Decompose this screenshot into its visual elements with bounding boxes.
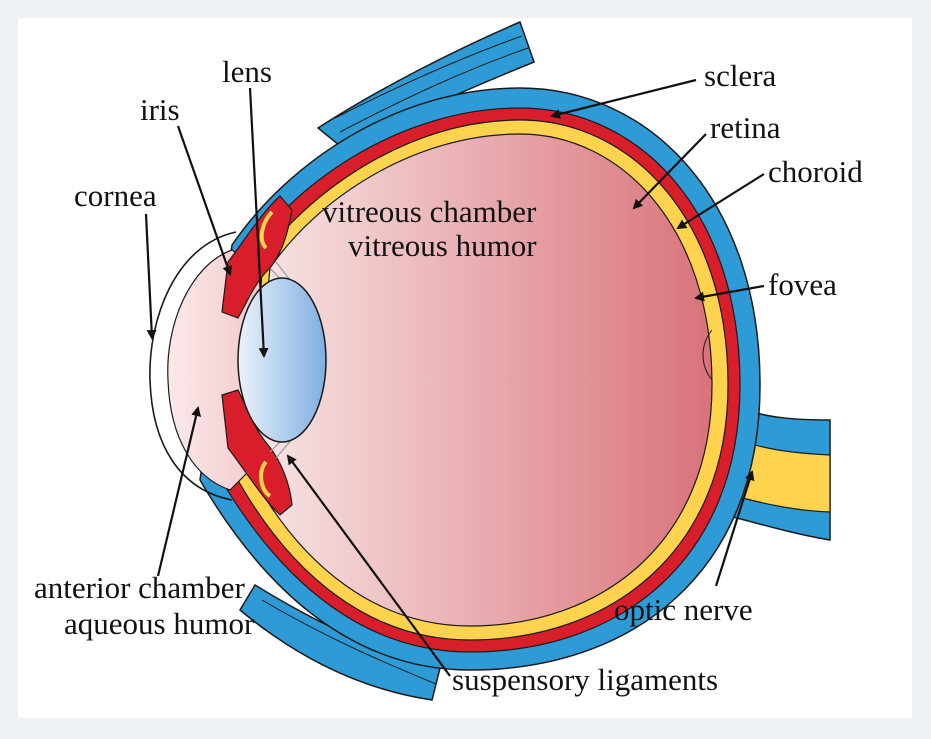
label-lens: lens bbox=[222, 54, 272, 89]
iris-arrow bbox=[176, 125, 233, 276]
label-anterior-chamber: anterior chamber bbox=[34, 570, 246, 605]
label-vitreous-humor: vitreous humor bbox=[348, 228, 537, 263]
iris-upper bbox=[221, 195, 293, 319]
label-vitreous-chamber: vitreous chamber bbox=[322, 194, 537, 229]
label-sclera: sclera bbox=[704, 58, 777, 93]
cornea-shape bbox=[149, 231, 237, 501]
label-fovea: fovea bbox=[768, 267, 837, 302]
vitreous-body bbox=[249, 133, 713, 627]
choroid-arrow bbox=[676, 173, 765, 230]
lens-arrow bbox=[248, 87, 269, 358]
retina-arrow bbox=[632, 133, 707, 210]
cornea-arrow bbox=[144, 213, 157, 340]
lower-muscle bbox=[239, 583, 441, 701]
label-optic-nerve: optic nerve bbox=[614, 592, 753, 627]
optic-nerve-arrow bbox=[714, 470, 755, 587]
lens-shape bbox=[237, 277, 327, 443]
sclera-arrow bbox=[550, 78, 697, 119]
label-aqueous-humor: aqueous humor bbox=[64, 606, 255, 641]
suspensory-arrow bbox=[286, 454, 451, 677]
label-retina: retina bbox=[710, 110, 781, 145]
label-cornea: cornea bbox=[74, 178, 157, 213]
label-suspensory-ligaments: suspensory ligaments bbox=[452, 662, 718, 697]
fovea-arrow bbox=[694, 284, 765, 302]
label-choroid: choroid bbox=[768, 154, 863, 189]
label-iris: iris bbox=[140, 92, 180, 127]
anterior-arrow bbox=[156, 406, 202, 577]
